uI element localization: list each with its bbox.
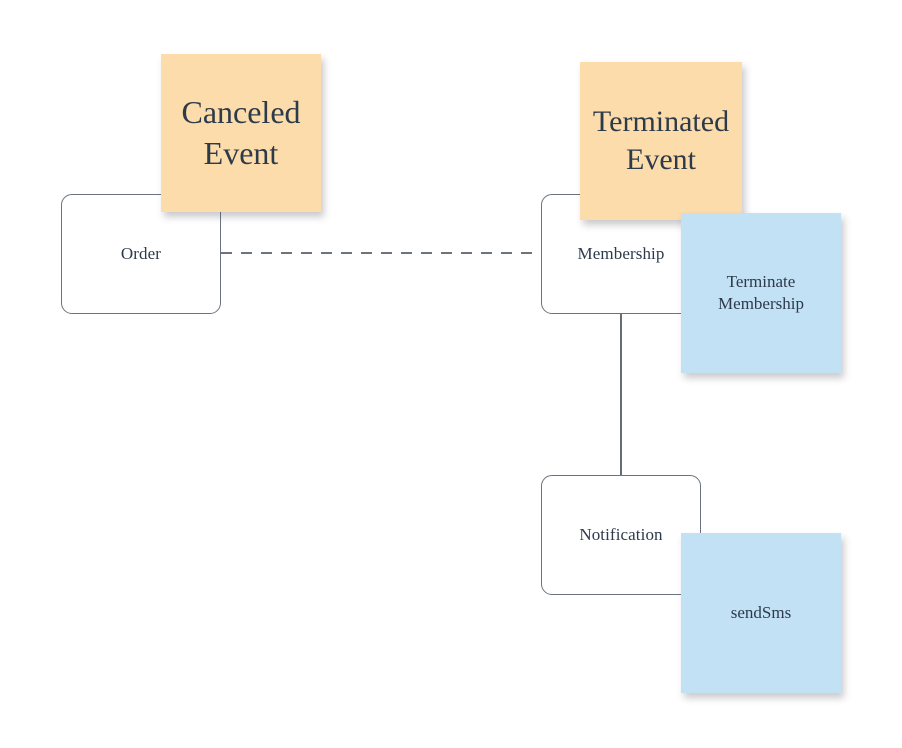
note-terminated-event-label: Terminated Event xyxy=(592,104,730,176)
note-send-sms-command[interactable]: sendSms xyxy=(681,533,841,693)
note-canceled-event[interactable]: Canceled Event xyxy=(161,54,321,212)
note-terminate-membership-label: Terminate Membership xyxy=(718,272,804,313)
node-notification[interactable]: Notification xyxy=(541,475,701,595)
node-membership-label: Membership xyxy=(577,243,665,263)
node-order[interactable]: Order xyxy=(61,194,221,314)
note-canceled-event-label: Canceled Event xyxy=(181,94,301,171)
note-send-sms-label: sendSms xyxy=(730,603,792,623)
node-notification-label: Notification xyxy=(579,524,663,544)
note-terminated-event[interactable]: Terminated Event xyxy=(580,62,742,220)
node-order-label: Order xyxy=(120,243,162,263)
note-terminate-membership-command[interactable]: Terminate Membership xyxy=(681,213,841,373)
